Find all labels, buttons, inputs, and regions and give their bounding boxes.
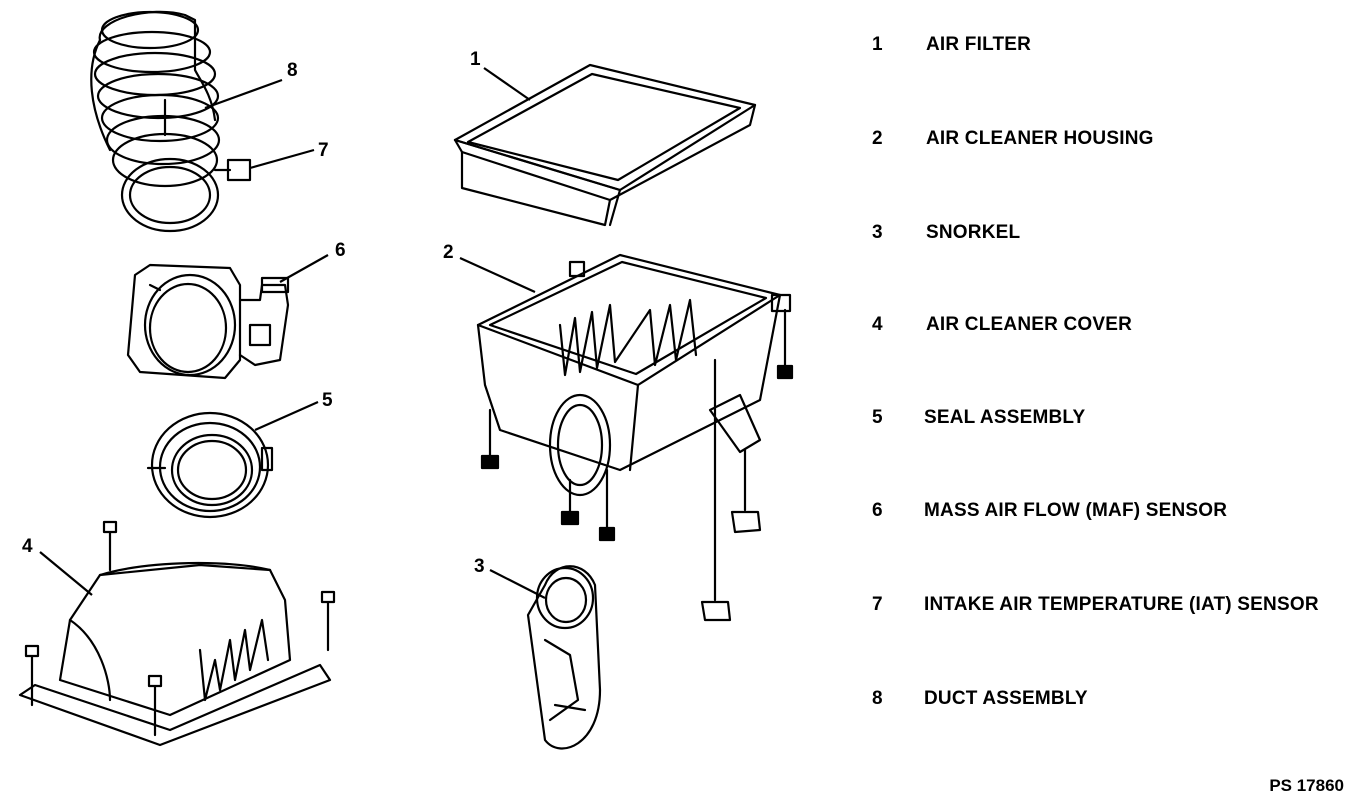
legend-num-1: 1 (872, 34, 883, 55)
duct-assembly-drawing (90, 10, 252, 233)
air-cleaner-housing-drawing (476, 253, 794, 622)
legend-row-8: 8 DUCT ASSEMBLY (872, 687, 1088, 711)
callout-2: 2 (443, 242, 454, 263)
legend-label-air-cleaner-cover: AIR CLEANER COVER (926, 314, 1133, 335)
callout-6: 6 (335, 240, 346, 261)
legend-label-duct-assembly: DUCT ASSEMBLY (924, 688, 1088, 709)
legend-label-iat-sensor: INTAKE AIR TEMPERATURE (IAT) SENSOR (924, 594, 1319, 615)
legend-row-5: 5 SEAL ASSEMBLY (872, 406, 1085, 430)
legend-label-maf-sensor: MASS AIR FLOW (MAF) SENSOR (924, 500, 1228, 521)
callout-1: 1 (470, 49, 481, 70)
legend-num-8: 8 (872, 688, 883, 709)
legend-num-4: 4 (872, 314, 883, 335)
legend-label-air-filter: AIR FILTER (926, 34, 1032, 55)
legend-row-2: 2 AIR CLEANER HOUSING (872, 127, 1154, 151)
callout-5: 5 (322, 390, 333, 411)
legend-row-1: 1 AIR FILTER (872, 33, 1031, 57)
legend-num-5: 5 (872, 407, 883, 428)
legend-num-6: 6 (872, 500, 883, 521)
snorkel-drawing (526, 565, 602, 750)
legend-label-snorkel: SNORKEL (926, 222, 1021, 243)
callout-3: 3 (474, 556, 485, 577)
air-filter-drawing (453, 63, 757, 227)
legend-row-7: 7 INTAKE AIR TEMPERATURE (IAT) SENSOR (872, 593, 1319, 617)
seal-assembly-drawing (146, 411, 274, 519)
legend-num-7: 7 (872, 594, 883, 615)
callout-7: 7 (318, 140, 329, 161)
callout-8: 8 (287, 60, 298, 81)
air-cleaner-cover-drawing (18, 520, 336, 747)
legend-label-air-cleaner-housing: AIR CLEANER HOUSING (926, 128, 1154, 149)
legend-label-seal-assembly: SEAL ASSEMBLY (924, 407, 1086, 428)
legend-row-4: 4 AIR CLEANER COVER (872, 313, 1132, 337)
legend-row-3: 3 SNORKEL (872, 221, 1020, 245)
callout-4: 4 (22, 536, 33, 557)
legend-num-2: 2 (872, 128, 883, 149)
maf-sensor-drawing (126, 263, 290, 380)
legend-num-3: 3 (872, 222, 883, 243)
figure-id: PS 17860 (1269, 776, 1344, 795)
legend-row-6: 6 MASS AIR FLOW (MAF) SENSOR (872, 499, 1227, 523)
